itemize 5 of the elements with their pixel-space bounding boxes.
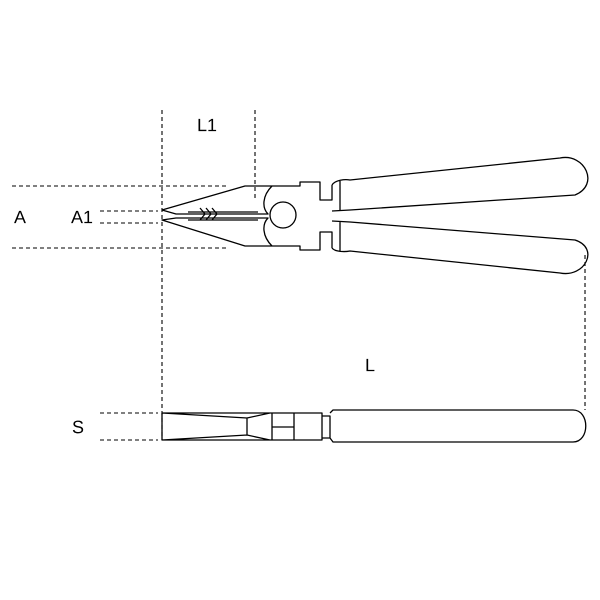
dimension-label: L [366,358,374,372]
dimension-label: S [72,420,84,434]
dimension-label: A [14,210,26,224]
dimension-label: L1 [198,118,216,132]
dimension-label: A1 [71,210,92,224]
